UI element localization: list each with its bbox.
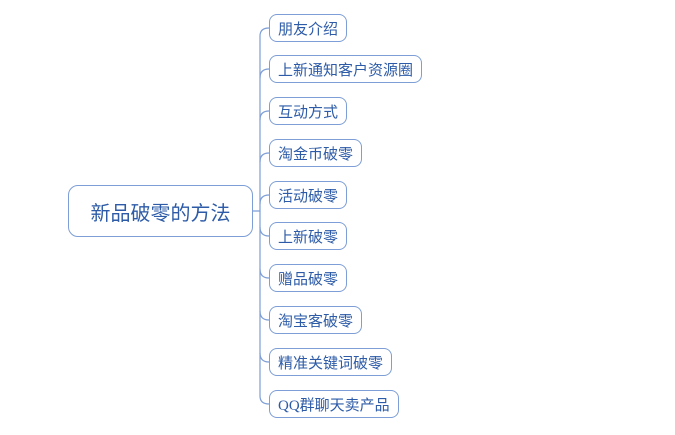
branch-node-gold-coin[interactable]: 淘金币破零 [269, 139, 363, 167]
branch-node-taobaoke[interactable]: 淘宝客破零 [269, 306, 363, 334]
branch-curve [259, 268, 270, 279]
branch-curve [259, 310, 270, 321]
branch-node-new-release[interactable]: 上新破零 [269, 222, 348, 250]
branch-node-qq-group[interactable]: QQ群聊天卖产品 [269, 390, 399, 418]
branch-curve [259, 110, 270, 121]
branch-curve [259, 226, 270, 237]
branch-curve [259, 194, 270, 205]
branch-node-keyword[interactable]: 精准关键词破零 [269, 348, 393, 376]
branch-node-friend-intro[interactable]: 朋友介绍 [269, 14, 348, 42]
root-node[interactable]: 新品破零的方法 [68, 185, 253, 237]
spine-line [259, 27, 270, 405]
branch-curve [259, 68, 270, 79]
branch-node-activity[interactable]: 活动破零 [269, 181, 348, 209]
branch-node-gift[interactable]: 赠品破零 [269, 264, 348, 292]
branch-curve [259, 152, 270, 163]
branch-node-interaction[interactable]: 互动方式 [269, 97, 348, 125]
branch-curve [259, 352, 270, 363]
branch-node-new-arrival-notify[interactable]: 上新通知客户资源圈 [269, 55, 423, 83]
